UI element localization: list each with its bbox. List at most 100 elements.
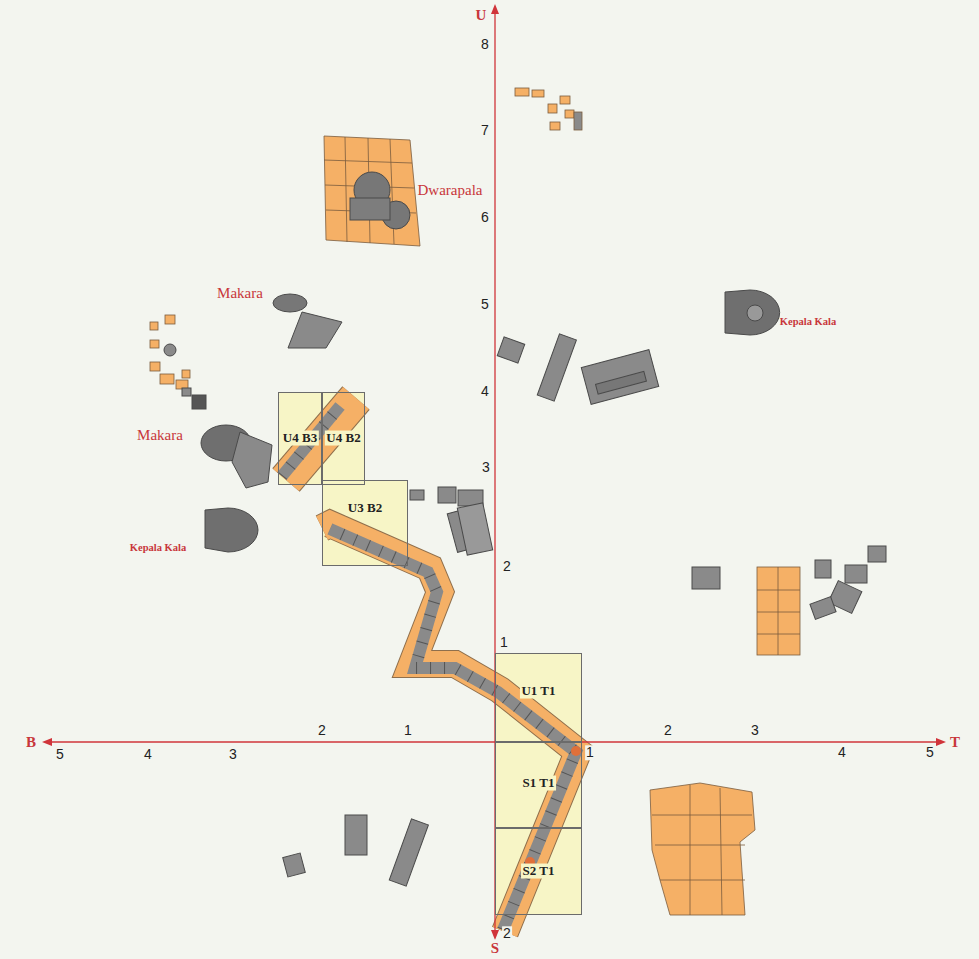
stone [182,388,191,396]
trench-square: S1 T1 [495,742,582,828]
trench-label: S2 T1 [521,864,557,879]
stone [438,487,456,503]
stone [192,395,206,409]
marker-dot [571,746,581,756]
grid-number: 1 [403,723,413,738]
grid-number: 4 [143,747,153,762]
wall-brick [322,524,578,932]
stone [288,312,342,348]
grid-number: 6 [480,210,490,225]
brick [548,104,557,113]
trench-square: U4 B2 [322,392,365,485]
grid-number: 2 [317,723,327,738]
feature-name: Makara [137,427,183,444]
brick [160,374,174,384]
axis-arrow [42,738,52,746]
stone [815,560,831,578]
axis-arrow [491,4,499,14]
axis-letter: S [490,940,500,957]
axis-arrow [936,738,946,746]
stone [232,432,272,488]
stone [692,567,720,589]
stone [810,597,836,620]
grid-number: 3 [228,747,238,762]
stone [410,490,424,500]
trench-square: U3 B2 [322,480,408,566]
axis-letter: B [25,734,37,751]
trench-square: U4 B3 [278,392,322,485]
brick [560,96,570,104]
grid-number: 2 [502,559,512,574]
brick [150,322,158,330]
brick [150,340,159,348]
brick [515,88,529,96]
trench-label: U4 B3 [281,431,319,446]
feature-name: Kepala Kala [780,316,836,328]
wall-outline [322,524,578,932]
trench-label: U1 T1 [519,684,557,699]
grid-number: 4 [837,745,847,760]
stone [845,565,867,583]
stone [581,350,658,405]
brick [565,110,574,118]
grid-number: 5 [55,747,65,762]
stone [164,344,176,356]
brick-platform [757,567,800,655]
stone-remains [164,172,886,886]
kepala-kala-stone [205,508,258,552]
carving [747,305,763,321]
wall [282,398,581,932]
grid-number: 5 [480,297,490,312]
brick-platform [324,136,420,246]
brick-remains [150,88,800,915]
brick [532,90,544,97]
brick-joint [757,567,800,655]
brick-joint [324,137,416,244]
brick-joint [652,785,752,915]
grid-number: 3 [750,723,760,738]
feature-name: Makara [217,285,263,302]
wall-joint [330,529,576,930]
grid-number: 7 [480,123,490,138]
trench-label: U3 B2 [346,501,384,516]
trench-label: S1 T1 [521,776,557,791]
axis-letter: U [475,7,488,24]
stone [283,853,306,877]
grid-number: 5 [925,745,935,760]
axis-line [48,741,938,742]
trench-square: U1 T1 [495,653,582,742]
feature-name: Dwarapala [418,182,483,199]
axis-letter: T [949,734,961,751]
grid-number: 1 [499,635,509,650]
stone [497,337,525,363]
stone [574,112,582,130]
brick [182,370,190,378]
stone [596,371,647,394]
feature-name: Kepala Kala [130,542,186,554]
grid-number: 1 [585,745,595,760]
wall-stone [330,529,576,930]
grid-number: 2 [502,926,512,941]
trench-label: U4 B2 [324,431,362,446]
stone [537,334,576,401]
stone [868,546,886,562]
grid-number: 8 [480,37,490,52]
grid-axes [42,4,946,940]
stone [457,503,492,555]
grid-number: 4 [480,384,490,399]
axis-arrow [491,930,499,940]
stone [345,815,367,855]
statue-base [350,198,390,220]
kepala-kala-stone [725,290,780,335]
grid-number: 3 [481,460,491,475]
brick-platform [650,783,755,915]
stone [389,819,428,886]
brick [150,362,160,371]
grid-number: 2 [663,723,673,738]
brick [165,315,175,324]
trench-square: S2 T1 [495,828,582,915]
makara-statue [273,294,307,312]
